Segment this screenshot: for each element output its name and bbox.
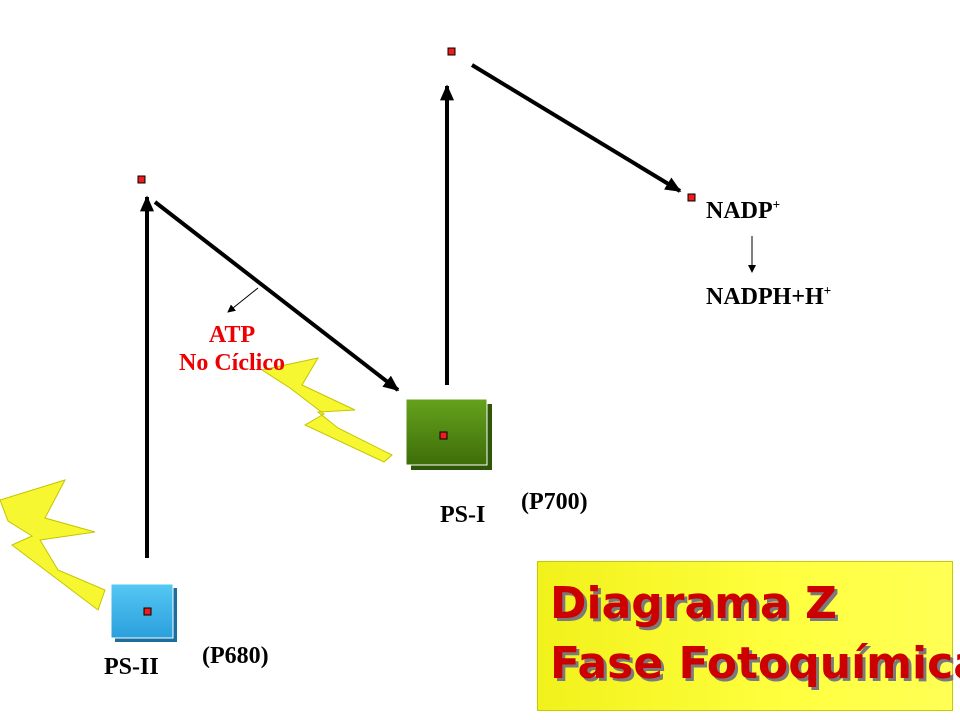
- electron-chain-arrow: [153, 200, 400, 392]
- ps1-reaction-center: [405, 398, 492, 470]
- atp-text: ATP: [208, 322, 256, 348]
- atp-branch-arrow: [227, 287, 259, 313]
- no-ciclico-text: No Cíclico: [179, 350, 285, 376]
- title-line-2: Fase Fotoquímica: [550, 638, 960, 689]
- level-marker: [447, 47, 456, 56]
- nadp-label: NADP+: [706, 196, 781, 224]
- p680-label: (P680): [202, 643, 269, 669]
- p700-label: (P700): [521, 489, 588, 515]
- ps2-label: PS-II: [104, 654, 159, 680]
- level-marker: [137, 175, 146, 184]
- ps2-reaction-center: [110, 583, 177, 642]
- lightning-bolt-icon: [260, 357, 393, 463]
- title-line-1: Diagrama Z: [550, 578, 837, 629]
- ps1-label: PS-I: [440, 502, 486, 528]
- nadph-label: NADPH+H+: [706, 282, 832, 310]
- title-box: Diagrama Z Fase Fotoquímica: [537, 561, 960, 711]
- level-marker: [687, 193, 696, 202]
- lightning-bolt-icon: [0, 479, 106, 611]
- ferredoxin-arrow: [470, 63, 682, 193]
- atp-label: ATP No Cíclico: [162, 321, 302, 377]
